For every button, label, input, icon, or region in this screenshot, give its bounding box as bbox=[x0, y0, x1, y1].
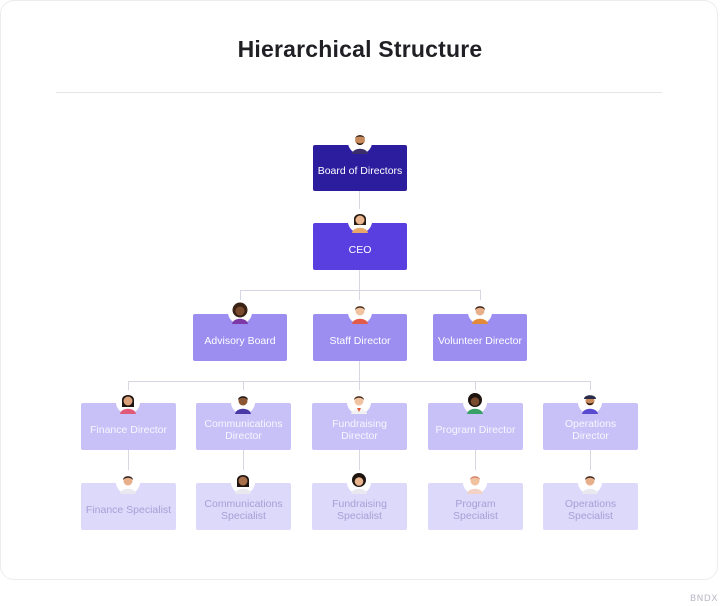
connector-level2-bar bbox=[240, 290, 480, 291]
node-advisory-board: Advisory Board bbox=[193, 314, 287, 361]
node-board-of-directors: Board of Directors bbox=[313, 145, 407, 191]
connector-board-ceo bbox=[359, 191, 360, 223]
person-avatar-icon-finance-director bbox=[116, 390, 140, 414]
person-avatar-icon-program-specialist bbox=[463, 470, 487, 494]
person-avatar-icon-operations-specialist bbox=[578, 470, 602, 494]
person-avatar-icon-fundraising-specialist bbox=[347, 470, 371, 494]
connector-program-pair bbox=[475, 450, 476, 483]
node-finance-specialist: Finance Specialist bbox=[81, 483, 176, 530]
node-ceo: CEO bbox=[313, 223, 407, 270]
watermark-text: BNDX bbox=[689, 594, 718, 604]
connector-fundraising-pair bbox=[359, 450, 360, 483]
person-avatar-icon-finance-specialist bbox=[116, 470, 140, 494]
connector-communications-pair bbox=[243, 450, 244, 483]
node-communications-director: Communications Director bbox=[196, 403, 291, 450]
person-avatar-icon-communications-director bbox=[231, 390, 255, 414]
diagram-title: Hierarchical Structure bbox=[237, 36, 483, 62]
node-volunteer-director: Volunteer Director bbox=[433, 314, 527, 361]
connector-ceo-down bbox=[359, 270, 360, 290]
person-avatar-icon-board bbox=[348, 130, 372, 154]
connector-finance-pair bbox=[128, 450, 129, 483]
person-avatar-icon-program-director bbox=[463, 390, 487, 414]
node-operations-director: Operations Director bbox=[543, 403, 638, 450]
connector-staff-down bbox=[359, 361, 360, 381]
person-avatar-icon-ceo bbox=[348, 209, 372, 233]
connector-operations-pair bbox=[590, 450, 591, 483]
person-avatar-icon-volunteer bbox=[468, 300, 492, 324]
title-divider bbox=[56, 92, 662, 93]
person-avatar-icon-operations-director bbox=[578, 390, 602, 414]
person-avatar-icon-advisory bbox=[228, 300, 252, 324]
person-avatar-icon-staff bbox=[348, 300, 372, 324]
person-avatar-icon-fundraising-director bbox=[347, 390, 371, 414]
person-avatar-icon-communications-specialist bbox=[231, 470, 255, 494]
